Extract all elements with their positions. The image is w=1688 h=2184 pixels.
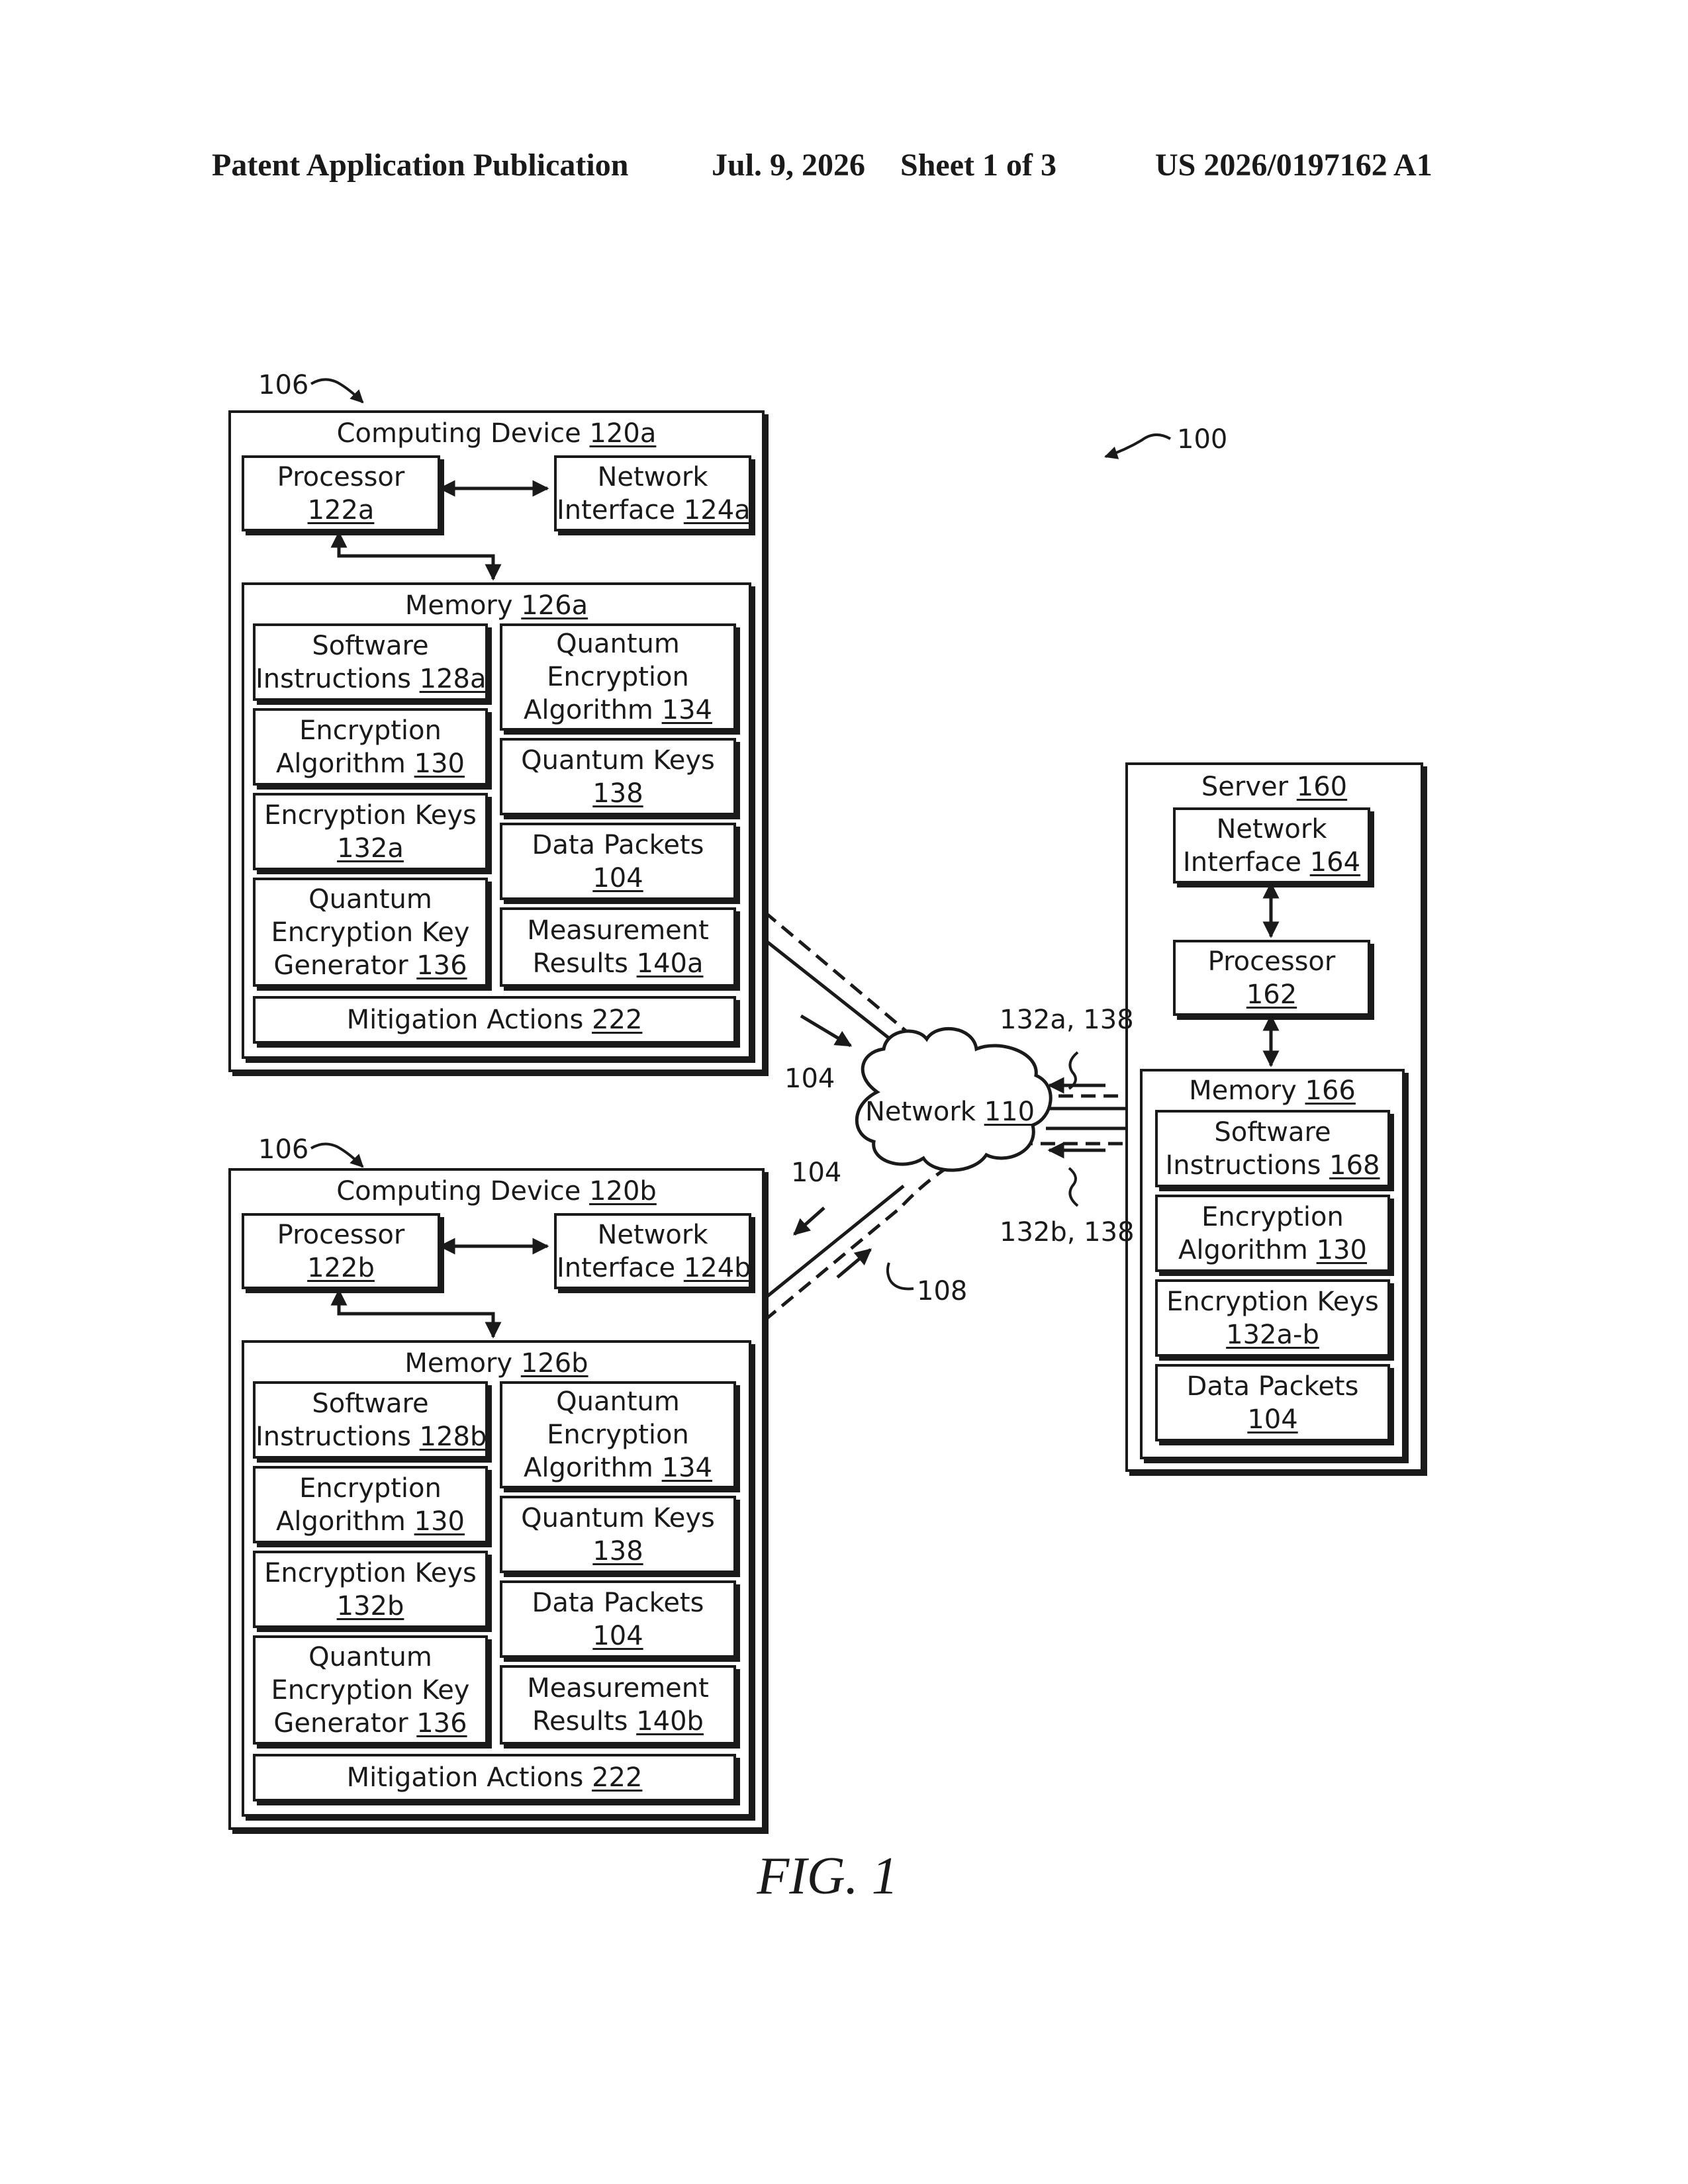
device-b-data-packets: Data Packets104 <box>500 1580 736 1658</box>
device-a-quantum-encryption-algorithm: QuantumEncryptionAlgorithm 134 <box>500 623 736 731</box>
server-processor: Processor162 <box>1173 940 1370 1016</box>
device-a-software-instructions: SoftwareInstructions 128a <box>253 623 488 701</box>
device-a-processor: Processor122a <box>242 455 440 531</box>
device-a-memory-title: Memory 126a <box>244 589 749 622</box>
callout-packets-top: 104 <box>784 1062 835 1095</box>
device-b-title: Computing Device 120b <box>231 1175 762 1208</box>
device-b-mitigation-actions: Mitigation Actions 222 <box>253 1754 736 1801</box>
server-encryption-algorithm: EncryptionAlgorithm 130 <box>1155 1195 1390 1272</box>
device-a-network-interface: NetworkInterface 124a <box>554 455 751 531</box>
leader-keys-a <box>1069 1052 1078 1089</box>
server-encryption-keys: Encryption Keys132a-b <box>1155 1279 1390 1357</box>
device-a-measurement-results: MeasurementResults 140a <box>500 907 736 987</box>
device-b-measurement-results: MeasurementResults 140b <box>500 1665 736 1745</box>
device-b-encryption-algorithm: EncryptionAlgorithm 130 <box>253 1466 488 1543</box>
device-a-quantum-keys: Quantum Keys138 <box>500 738 736 815</box>
device-a-data-packets: Data Packets104 <box>500 823 736 900</box>
callout-packets-bottom: 104 <box>791 1156 841 1189</box>
server-data-packets: Data Packets104 <box>1155 1364 1390 1441</box>
callout-device-b: 106 <box>258 1133 308 1166</box>
server-title: Server 160 <box>1128 770 1421 803</box>
server-software-instructions: SoftwareInstructions 168 <box>1155 1110 1390 1187</box>
device-a-quantum-encryption-key-generator: QuantumEncryption KeyGenerator 136 <box>253 878 488 987</box>
callout-link: 108 <box>917 1275 967 1308</box>
leader-keys-b <box>1069 1168 1078 1206</box>
network-label: Network 110 <box>851 1095 1049 1128</box>
callout-keys-a: 132a, 138 <box>1000 1003 1134 1036</box>
device-a-encryption-algorithm: EncryptionAlgorithm 130 <box>253 708 488 786</box>
callout-keys-b: 132b, 138 <box>1000 1216 1135 1249</box>
leader-100 <box>1105 435 1170 457</box>
device-b-quantum-keys: Quantum Keys138 <box>500 1496 736 1573</box>
device-b-software-instructions: SoftwareInstructions 128b <box>253 1381 488 1459</box>
device-a-encryption-keys: Encryption Keys132a <box>253 793 488 870</box>
leader-106-a <box>311 379 363 402</box>
device-b-quantum-encryption-algorithm: QuantumEncryptionAlgorithm 134 <box>500 1381 736 1488</box>
server-network-interface: NetworkInterface 164 <box>1173 807 1370 884</box>
device-b-encryption-keys: Encryption Keys132b <box>253 1551 488 1628</box>
device-b-processor: Processor122b <box>242 1213 440 1289</box>
link-b-classical <box>765 1186 904 1298</box>
callout-system: 100 <box>1177 423 1227 456</box>
device-b-memory-title: Memory 126b <box>244 1347 749 1380</box>
figure-label: FIG. 1 <box>728 1846 927 1907</box>
device-b-network-interface: NetworkInterface 124b <box>554 1213 751 1289</box>
server-memory-title: Memory 166 <box>1143 1074 1402 1107</box>
device-a-mitigation-actions: Mitigation Actions 222 <box>253 996 736 1044</box>
flow-arrow-a-packets <box>801 1016 851 1046</box>
device-a-title: Computing Device 120a <box>231 417 762 450</box>
flow-arrow-b-packets <box>794 1208 824 1234</box>
callout-device-a: 106 <box>258 369 308 402</box>
leader-108 <box>888 1263 914 1289</box>
device-b-quantum-encryption-key-generator: QuantumEncryption KeyGenerator 136 <box>253 1635 488 1745</box>
flow-arrow-link <box>837 1250 870 1277</box>
leader-106-b <box>311 1144 363 1167</box>
